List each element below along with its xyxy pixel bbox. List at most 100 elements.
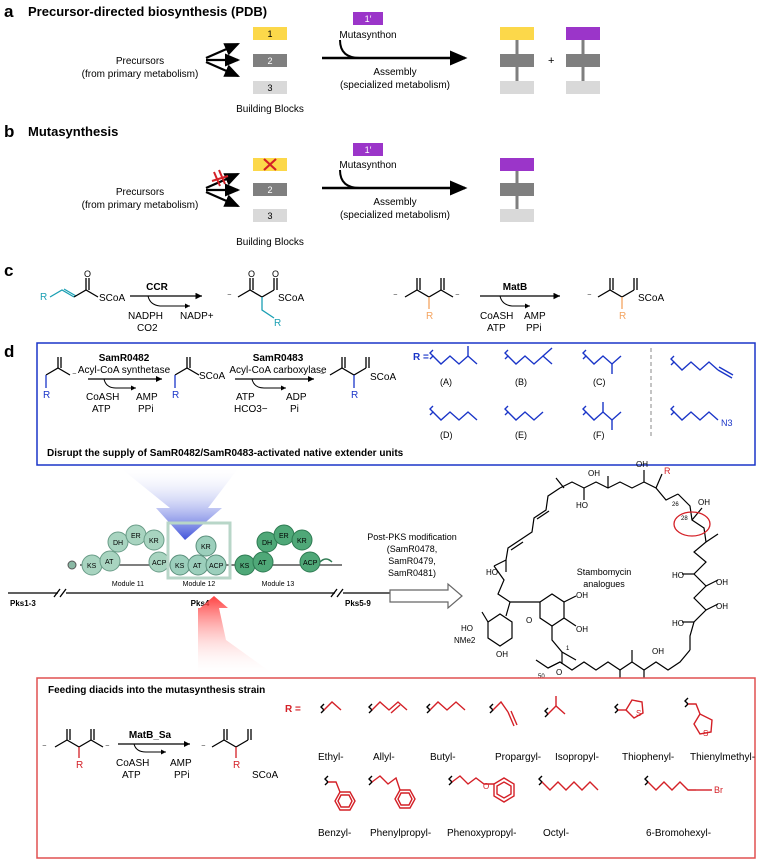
phenoxypropyl-structure bbox=[448, 775, 515, 803]
product-2-a bbox=[566, 27, 600, 94]
panel-d-letter: d bbox=[4, 342, 14, 361]
block-3-label-a: 3 bbox=[267, 83, 272, 93]
panel-b: b Mutasynthesis Precursors (from primary… bbox=[4, 122, 534, 248]
substituent-c bbox=[582, 349, 622, 374]
scoa-label-e: SCoA bbox=[252, 770, 278, 781]
precursors-origin-a: (from primary metabolism) bbox=[82, 69, 199, 80]
bromine-label: Br bbox=[714, 785, 723, 795]
ho-label-5: HO bbox=[461, 624, 473, 633]
azide-label: N3 bbox=[721, 418, 733, 428]
feeding-substituents-row1 bbox=[320, 696, 713, 735]
minus-charge-d1: ⁻ bbox=[72, 370, 77, 380]
mutasynthon-curve-b bbox=[339, 169, 361, 189]
substituent-isopropyl: Isopropyl- bbox=[555, 752, 599, 763]
malonyl-product-c1 bbox=[237, 278, 278, 319]
oh-label-6: OH bbox=[576, 625, 588, 634]
assembly-label-a: Assembly bbox=[373, 67, 416, 78]
block-2-label-a: 2 bbox=[267, 56, 272, 66]
scoa-label-d2: SCoA bbox=[370, 372, 396, 383]
oh-label-7: OH bbox=[576, 591, 588, 600]
isopropyl-structure bbox=[544, 696, 566, 718]
mutasynthon-block-b bbox=[353, 143, 383, 156]
nme2-label: NMe2 bbox=[454, 636, 476, 645]
gene-cluster-line bbox=[8, 588, 395, 598]
samr0482-enzyme: SamR0482 bbox=[99, 353, 150, 364]
oh-label-4: OH bbox=[716, 602, 728, 611]
block-3-a bbox=[253, 81, 287, 94]
substituent-azide bbox=[670, 405, 719, 421]
mutasynthon-block-label-b: 1′ bbox=[365, 145, 372, 155]
mutasynthon-block-label-a: 1′ bbox=[365, 14, 372, 24]
matb-sa-cofactor-curve bbox=[133, 743, 166, 755]
scoa-label-c3: SCoA bbox=[638, 293, 664, 304]
ccr-enzyme: CCR bbox=[146, 282, 168, 293]
amp-label-e: AMP bbox=[170, 758, 192, 769]
module-12-label: Module 12 bbox=[183, 581, 216, 588]
domain-kr-11: KR bbox=[149, 538, 159, 545]
post-pks-label: Post-PKS modification bbox=[367, 532, 457, 542]
domain-kr-12: KR bbox=[201, 544, 211, 551]
blocked-arrow-mark bbox=[211, 169, 229, 187]
atp-label-d1: ATP bbox=[92, 404, 111, 415]
domain-er-11: ER bbox=[131, 533, 141, 540]
substituent-phenoxypropyl: Phenoxypropyl- bbox=[447, 828, 516, 839]
precursors-label-a: Precursors bbox=[116, 56, 164, 67]
ho-label-2: HO bbox=[486, 568, 498, 577]
r-label-c1: R bbox=[40, 292, 47, 303]
assembly-label-b: Assembly bbox=[373, 197, 416, 208]
label-d: (D) bbox=[440, 430, 453, 440]
module-11: KS AT DH ER KR ACP bbox=[81, 524, 170, 576]
bromohexyl-structure bbox=[644, 775, 712, 791]
c1-label: 1 bbox=[566, 646, 570, 652]
plus-sign: + bbox=[548, 55, 554, 67]
scoa-label-c2: SCoA bbox=[278, 293, 304, 304]
building-blocks-label-a: Building Blocks bbox=[236, 104, 304, 115]
samr0482-cofactor-curve bbox=[103, 378, 136, 391]
label-e: (E) bbox=[515, 430, 527, 440]
adp-label-d2: ADP bbox=[286, 392, 307, 403]
split-arrows-a bbox=[205, 42, 241, 78]
oh-label-3: OH bbox=[716, 578, 728, 587]
domain-at-11: AT bbox=[105, 559, 114, 566]
r-label-c2: R bbox=[274, 318, 281, 329]
nadp-label: NADP+ bbox=[180, 311, 214, 322]
panel-a: a Precursor-directed biosynthesis (PDB) … bbox=[4, 2, 600, 115]
post-pks-arrow bbox=[389, 582, 463, 610]
minus-charge-c1: ⁻ bbox=[227, 291, 232, 301]
native-extender-box: ⁻ R SamR0482 Acyl-CoA synthetase CoASH A… bbox=[36, 342, 756, 466]
r-label-molecule: R bbox=[664, 466, 671, 476]
thienylmethyl-structure bbox=[684, 697, 713, 735]
minus-charge-c4: ⁻ bbox=[587, 291, 592, 301]
r-equals-label-e: R = bbox=[285, 704, 301, 715]
domain-at-13: AT bbox=[258, 560, 267, 567]
substituent-bromohexyl: 6-Bromohexyl- bbox=[646, 828, 711, 839]
product-1-a bbox=[500, 27, 534, 94]
precursors-label-b: Precursors bbox=[116, 187, 164, 198]
pks5-9-label: Pks5-9 bbox=[345, 599, 371, 608]
ccr-cofactor-curve bbox=[147, 295, 190, 309]
r-label-e2: R bbox=[233, 760, 240, 771]
ho-label-3: HO bbox=[672, 571, 684, 580]
scoa-label-c1: SCoA bbox=[99, 293, 125, 304]
pi-label-d2: Pi bbox=[290, 404, 299, 415]
substituent-d bbox=[429, 405, 478, 421]
block-1-a bbox=[253, 27, 287, 40]
phenylpropyl-structure bbox=[368, 775, 416, 809]
label-c: (C) bbox=[593, 377, 606, 387]
assembly-desc-a: (specialized metabolism) bbox=[340, 80, 450, 91]
amp-label-d1: AMP bbox=[136, 392, 158, 403]
domain-acp-12: ACP bbox=[209, 563, 224, 570]
r-label-c3: R bbox=[426, 311, 433, 322]
diacid-structure bbox=[54, 729, 104, 758]
malonate-structure bbox=[404, 278, 454, 309]
domain-acp-11: ACP bbox=[152, 560, 167, 567]
amp-label-c: AMP bbox=[524, 311, 546, 322]
mutasynthon-curve-a bbox=[339, 39, 361, 59]
minus-charge-e2: ⁻ bbox=[105, 742, 110, 752]
substituent-thienylmethyl: Thienylmethyl- bbox=[690, 752, 755, 763]
block-2-b bbox=[253, 183, 287, 196]
ppi-label-d1: PPi bbox=[138, 404, 154, 415]
atp-label-d2: ATP bbox=[236, 392, 255, 403]
ppi-label-c: PPi bbox=[526, 323, 542, 334]
ring-oxygen: O bbox=[526, 616, 532, 625]
